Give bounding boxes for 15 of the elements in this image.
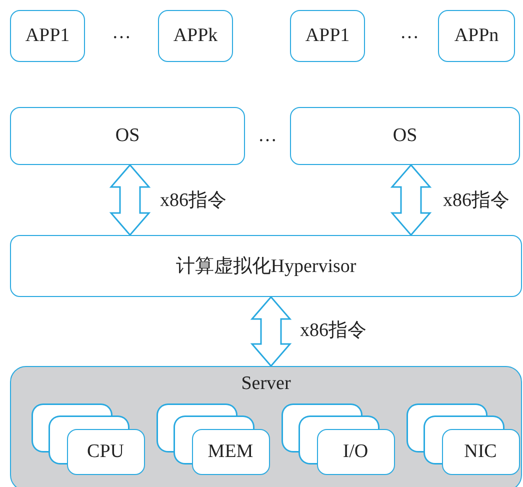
process-box: 计算虚拟化Hypervisor xyxy=(10,235,522,297)
ellipsis: … xyxy=(258,125,277,147)
ellipsis: … xyxy=(400,22,419,44)
double-arrow xyxy=(109,164,151,236)
process-box: APPk xyxy=(158,10,233,62)
server-panel xyxy=(10,366,522,487)
process-box: OS xyxy=(290,107,520,165)
double-arrow xyxy=(390,164,432,236)
process-box: APPn xyxy=(438,10,515,62)
ellipsis: … xyxy=(112,22,131,44)
process-box: APP1 xyxy=(10,10,85,62)
double-arrow xyxy=(250,296,292,368)
process-box: APP1 xyxy=(290,10,365,62)
group-title: Server xyxy=(241,373,291,395)
process-box: OS xyxy=(10,107,245,165)
